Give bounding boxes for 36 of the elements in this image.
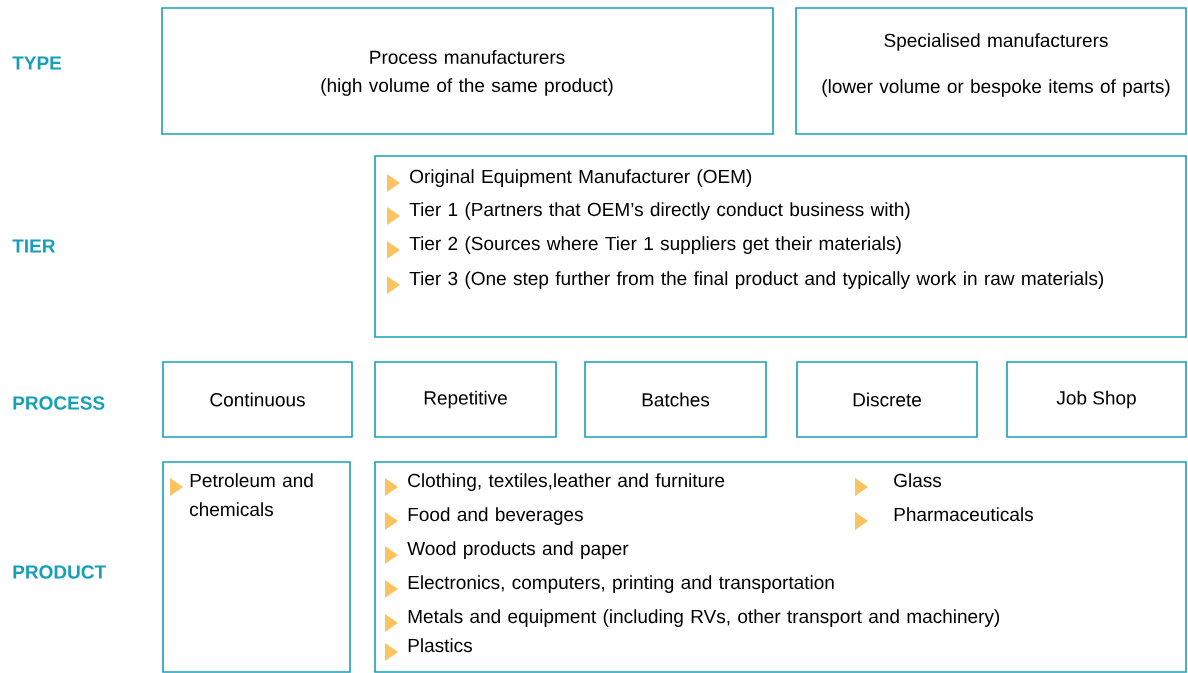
category-box <box>374 461 1187 673</box>
bullet-item: Electronics, computers, printing and transportation <box>385 575 834 598</box>
box-label: Repetitive <box>424 390 507 409</box>
bullet-item: Wood products and paper <box>385 541 629 564</box>
bullet-item: Food and beverages <box>385 507 583 530</box>
bullet-item: Clothing, textiles,leather and furniture <box>385 473 725 496</box>
row-label: PROCESS <box>13 396 105 410</box>
category-box <box>1006 361 1187 438</box>
row-label: TIER <box>12 239 56 253</box>
box-label: Continuous <box>210 392 305 407</box>
box-label: Process manufacturers <box>370 50 565 64</box>
category-box <box>795 7 1187 135</box>
box-label: Discrete <box>853 392 921 407</box>
bullet-item: Metals and equipment (including RVs, other transport and machinery) <box>385 609 1000 632</box>
bullet-item: Glass <box>855 473 942 496</box>
category-box <box>161 7 774 135</box>
bullet-item: Tier 3 (One step further from the final product and typically work in raw materials) <box>387 271 1104 294</box>
box-label: (high volume of the same product) <box>321 78 613 96</box>
bullet-item: Original Equipment Manufacturer (OEM) <box>387 169 752 192</box>
box-label: Batches <box>642 392 710 407</box>
bullet-item: Pharmaceuticals <box>855 507 1033 530</box>
category-box <box>796 361 978 438</box>
category-box <box>584 361 767 438</box>
bullet-item: Tier 1 (Partners that OEM’s directly conduct business with) <box>387 202 910 225</box>
box-label: (lower volume or bespoke items of parts) <box>822 79 1170 97</box>
bullet-item: Plastics <box>385 638 472 661</box>
category-box <box>162 461 351 673</box>
box-label: Job Shop <box>1056 390 1136 409</box>
bullet-item: Tier 2 (Sources where Tier 1 suppliers get their materials) <box>387 236 901 259</box>
row-label: TYPE <box>12 56 62 70</box>
category-box <box>162 361 353 438</box>
category-box <box>374 361 557 438</box>
category-box <box>374 155 1187 338</box>
bullet-item: Petroleum and chemicals <box>170 473 313 517</box>
box-label: Specialised manufacturers <box>884 33 1108 51</box>
row-label: PRODUCT <box>13 565 106 579</box>
